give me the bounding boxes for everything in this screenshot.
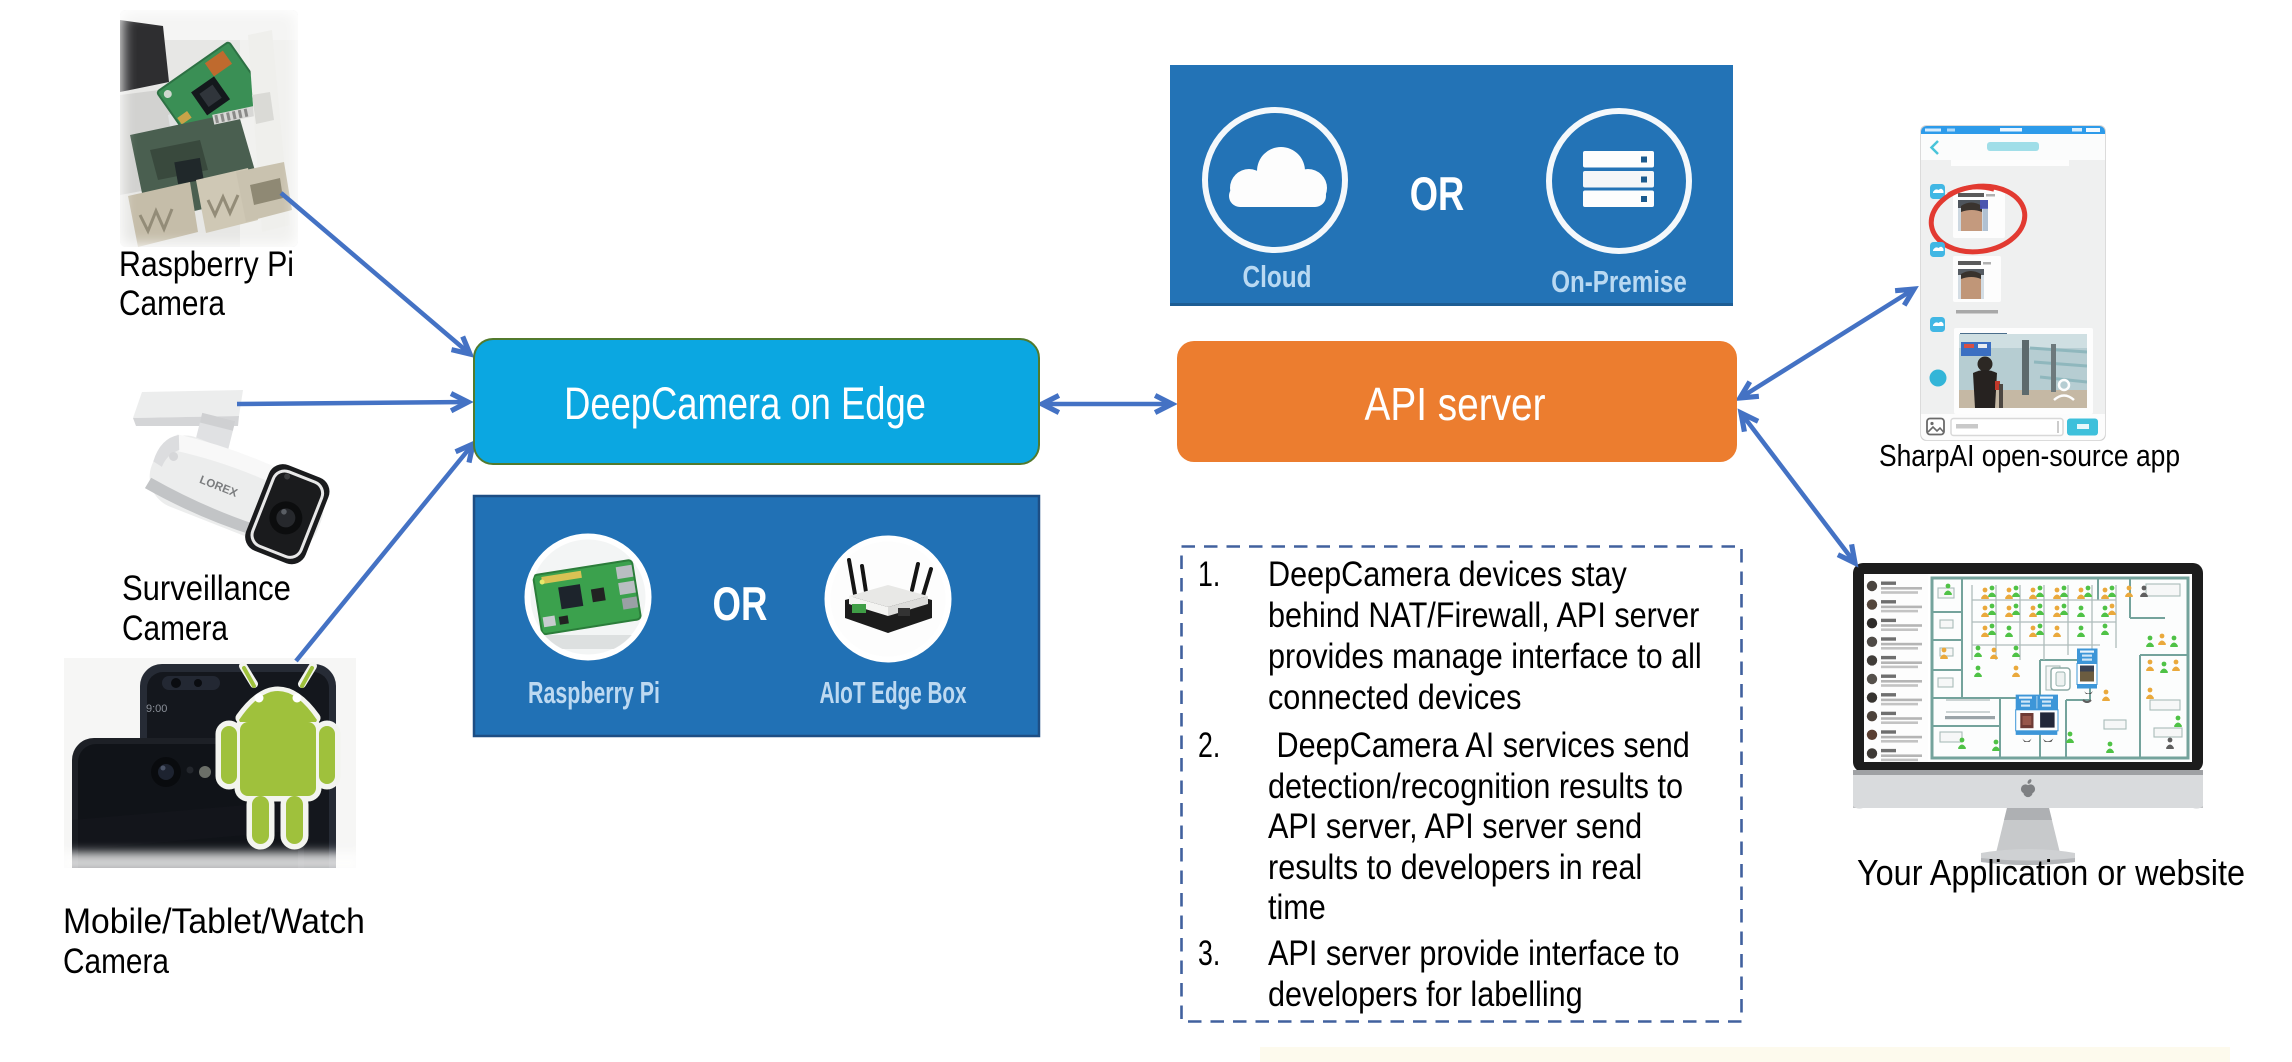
- svg-text:9:00: 9:00: [146, 703, 167, 715]
